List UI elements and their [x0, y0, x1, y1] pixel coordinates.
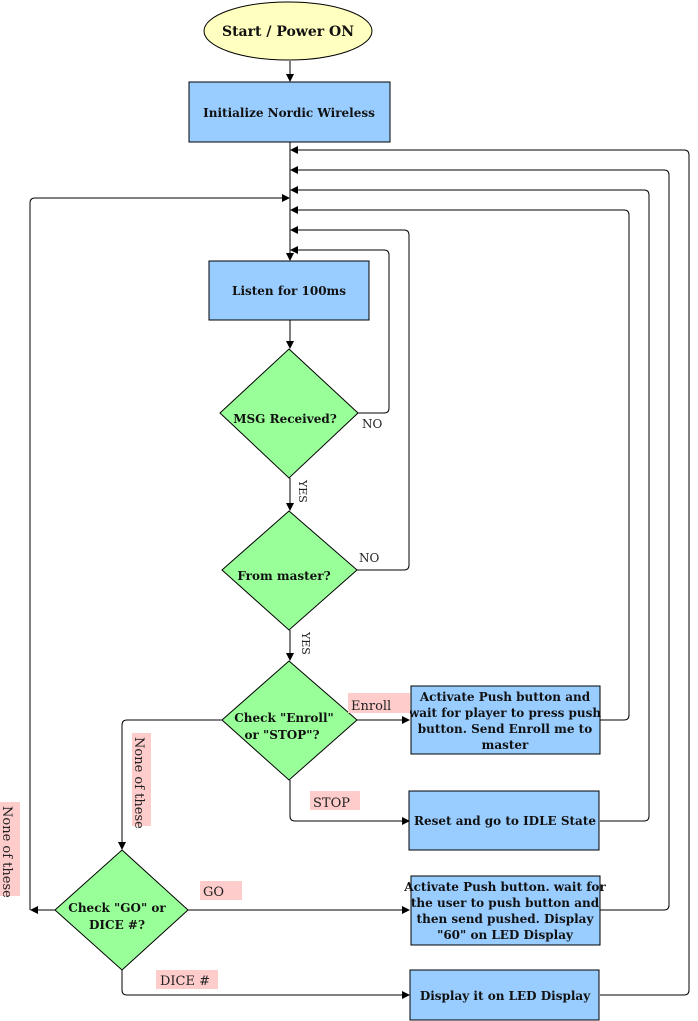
none2-label-bg — [0, 802, 20, 896]
listen-box — [208, 260, 370, 321]
activate-go-line-3: then send pushed. Display — [417, 912, 595, 926]
none1-label: None of these — [131, 737, 146, 829]
stop-label-bg — [310, 791, 360, 810]
activate-enroll-node: Activate Push button and wait for player… — [408, 685, 602, 755]
edge-none1 — [118, 719, 222, 850]
edge-none2-return — [29, 194, 290, 910]
msg-received-node: MSG Received? — [219, 348, 359, 479]
display-led-label: Display it on LED Display — [420, 989, 591, 1003]
init-node: Initialize Nordic Wireless — [188, 81, 391, 143]
display-led-box — [409, 969, 600, 1021]
check-enroll-line-1: Check "Enroll" — [234, 711, 334, 725]
check-enroll-line-2: or "STOP"? — [244, 728, 319, 742]
msg-received-label: MSG Received? — [233, 412, 337, 426]
from-master-label: From master? — [237, 569, 330, 583]
dice-label: DICE # — [160, 974, 210, 989]
none2-label: None of these — [0, 806, 14, 898]
stop-label: STOP — [313, 796, 350, 811]
edge-labels: NO YES NO YES Enroll STOP None of these … — [0, 417, 410, 989]
from-master-node: From master? — [221, 510, 358, 631]
connectors — [29, 61, 690, 999]
start-node: Start / Power ON — [203, 1, 373, 61]
init-box — [188, 81, 391, 143]
edge-stop-return — [290, 186, 650, 822]
activate-go-box — [410, 875, 601, 946]
check-go-line-2: DICE #? — [89, 918, 145, 932]
enroll-label: Enroll — [351, 699, 391, 714]
reset-idle-node: Reset and go to IDLE State — [408, 790, 600, 851]
activate-enroll-line-1: Activate Push button and — [419, 690, 591, 704]
init-label: Initialize Nordic Wireless — [203, 106, 375, 120]
edge-enroll-return — [290, 206, 630, 721]
display-led-node: Display it on LED Display — [409, 969, 600, 1021]
listen-node: Listen for 100ms — [208, 260, 370, 321]
activate-enroll-line-2: wait for player to press push — [408, 706, 602, 720]
activate-enroll-box — [410, 685, 601, 755]
start-ellipse — [203, 1, 373, 61]
edge-stop — [289, 780, 410, 825]
activate-enroll-line-3: button. Send Enroll me to — [418, 722, 592, 736]
from-master-diamond — [221, 510, 358, 631]
check-enroll-diamond — [221, 660, 358, 781]
edge-master-no-loop — [290, 226, 410, 571]
master-no-label: NO — [359, 551, 380, 565]
edge-msg-no-loop — [290, 246, 390, 414]
activate-go-node: Activate Push button. wait for the user … — [403, 875, 606, 946]
go-label: GO — [203, 885, 224, 900]
edge-go-return — [290, 166, 670, 911]
dice-label-bg — [156, 970, 218, 989]
master-yes-label: YES — [299, 631, 312, 655]
enroll-label-bg — [348, 693, 410, 713]
check-go-line-1: Check "GO" or — [68, 901, 166, 915]
listen-label: Listen for 100ms — [232, 284, 346, 298]
none1-label-bg — [132, 733, 151, 826]
msg-received-diamond — [219, 348, 359, 479]
go-label-bg — [200, 881, 242, 900]
reset-idle-label: Reset and go to IDLE State — [414, 814, 596, 828]
check-go-node: Check "GO" or DICE #? — [54, 849, 189, 971]
check-go-diamond — [54, 849, 189, 971]
msg-no-label: NO — [362, 417, 383, 431]
start-label: Start / Power ON — [222, 24, 354, 40]
activate-enroll-line-4: master — [482, 738, 529, 752]
activate-go-line-4: "60" on LED Display — [437, 928, 574, 942]
activate-go-line-2: the user to push button and — [411, 896, 600, 910]
edge-dice-return — [290, 146, 690, 996]
edge-dice — [121, 970, 410, 999]
reset-idle-box — [408, 790, 600, 851]
msg-yes-label: YES — [296, 479, 309, 503]
check-enroll-node: Check "Enroll" or "STOP"? — [221, 660, 358, 781]
activate-go-line-1: Activate Push button. wait for — [403, 880, 606, 894]
